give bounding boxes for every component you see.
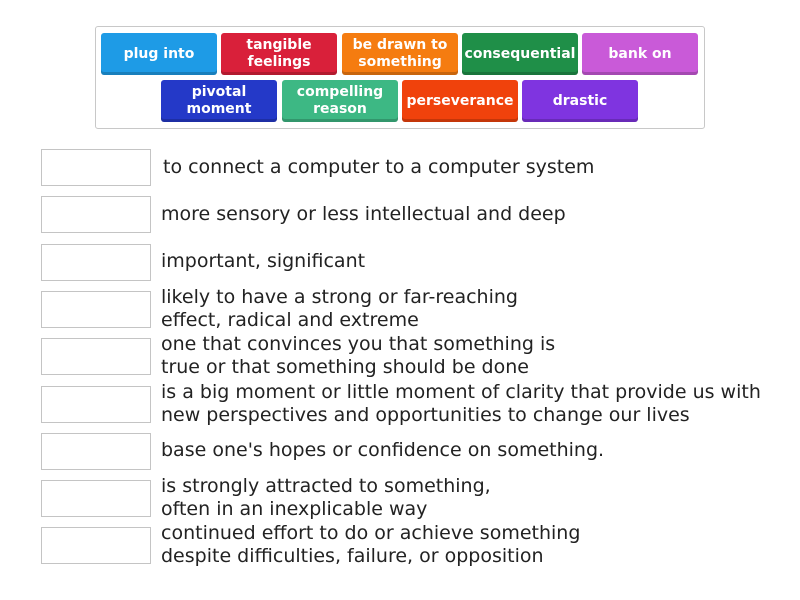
definition-text: continued effort to do or achieve someth… bbox=[161, 522, 581, 568]
word-bank bbox=[95, 26, 705, 129]
answer-tile[interactable]: consequential bbox=[462, 33, 578, 75]
drop-target[interactable] bbox=[41, 385, 151, 423]
definition-text: one that convinces you that something is… bbox=[161, 333, 556, 379]
drop-target[interactable] bbox=[41, 243, 151, 281]
answer-tile[interactable]: be drawn to something bbox=[342, 33, 458, 75]
answer-tile[interactable]: pivotal moment bbox=[161, 80, 277, 122]
answer-tile[interactable]: compelling reason bbox=[282, 80, 398, 122]
drop-target[interactable] bbox=[41, 338, 151, 376]
definition-text: more sensory or less intellectual and de… bbox=[161, 202, 566, 225]
answer-tile[interactable]: drastic bbox=[522, 80, 638, 122]
drop-target[interactable] bbox=[41, 290, 151, 328]
definition-text: likely to have a strong or far-reaching … bbox=[161, 285, 518, 331]
definition-text: is strongly attracted to something, ofte… bbox=[161, 475, 491, 521]
definition-text: is a big moment or little moment of clar… bbox=[161, 380, 761, 426]
answer-tile[interactable]: tangible feelings bbox=[221, 33, 337, 75]
drop-target[interactable] bbox=[41, 432, 151, 470]
drop-target[interactable] bbox=[41, 149, 151, 186]
drop-target[interactable] bbox=[41, 196, 151, 234]
answer-tile[interactable]: plug into bbox=[101, 33, 217, 75]
drop-target[interactable] bbox=[41, 480, 151, 518]
answer-tile[interactable]: bank on bbox=[582, 33, 698, 75]
definition-text: to connect a computer to a computer syst… bbox=[163, 155, 595, 178]
drop-target[interactable] bbox=[41, 527, 151, 565]
answer-tile[interactable]: perseverance bbox=[402, 80, 518, 122]
definition-text: base one's hopes or confidence on someth… bbox=[161, 439, 605, 462]
definition-text: important, significant bbox=[161, 250, 366, 273]
